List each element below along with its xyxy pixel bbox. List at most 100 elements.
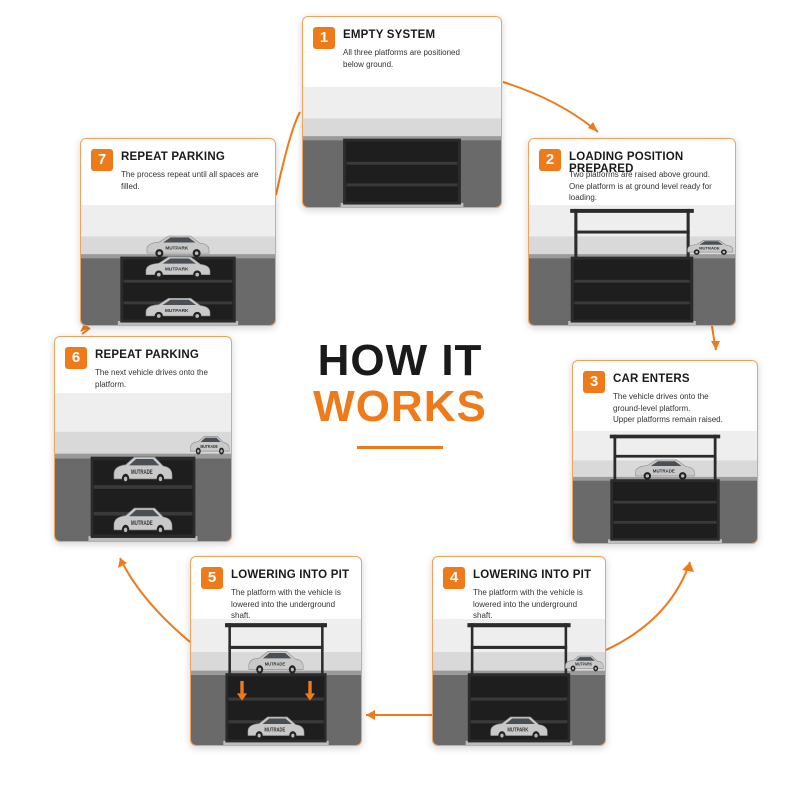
step-number-badge: 3 [583,371,605,393]
parking-pit [344,140,460,204]
ground-slab [573,476,757,481]
lowering-arrow-shaft [308,680,312,694]
car-icon: MUTRADE [113,456,173,485]
car-icon: MUTRADE [248,651,304,674]
pit-frame [610,479,720,541]
pit-wall-left [81,258,122,325]
car-brand-label: MUTRADE [264,727,285,732]
pit-frame [570,256,694,323]
frame-mid-platform [228,645,324,649]
frame-post-left [470,623,474,675]
step-title: REPEAT PARKING [121,151,225,163]
platform [93,485,193,489]
platform [123,279,233,283]
pit-wall-right [325,674,361,745]
step-illustration [303,87,501,207]
platform [613,520,717,524]
step-title: CAR ENTERS [613,373,690,385]
platform [228,697,324,701]
car-icon: MUTRADE [190,436,230,455]
ground-slab [303,136,501,141]
platform [346,183,458,187]
pit-wall-left [433,674,470,745]
pit-wall-left [303,140,345,207]
platform [574,301,690,305]
step-description: All three platforms are positioned below… [343,48,460,69]
car-brand-label: MUTRADE [131,520,153,527]
step-illustration: MUTPARK MUTPARK [433,619,605,745]
pit-floor [340,203,464,207]
step-illustration: MUTRADE [573,431,757,543]
step-title: LOWERING INTO PIT [473,569,592,581]
pit-wall-right [718,480,757,543]
pit-floor [223,740,329,745]
car-brand-label: MUTPARK [507,727,528,732]
step-title: REPEAT PARKING [95,349,199,361]
frame-post-left [228,623,231,675]
frame-post-right [564,623,568,675]
step-description: The process repeat until all spaces are … [121,170,259,191]
car-icon: MUTRADE [635,459,695,480]
car-brand-label: MUTPARK [575,662,592,666]
title-line-how-it: HOW IT [317,336,483,385]
step-number-badge: 6 [65,347,87,369]
pit-floor [465,740,573,745]
step-illustration: MUTPARK MUTPARK MUTPARK [81,205,275,325]
ground-slab [433,670,605,675]
frame-post-left [574,208,578,259]
pit-floor [568,321,696,325]
pit-frame [225,673,327,743]
step-card-7: 7 REPEAT PARKING The process repeat until … [80,138,276,326]
car-brand-label: MUTRADE [699,246,720,251]
step-title: LOADING POSITION PREPARED [569,151,684,175]
frame-top-platform [225,623,327,628]
step-number-badge: 7 [91,149,113,171]
frame-top-platform [609,434,721,439]
title-underline [357,446,443,449]
ground-slab [191,670,361,675]
pit-wall-right [234,258,275,325]
frame-post-right [321,623,324,675]
pit-floor [117,321,239,325]
step-card-1: 1 EMPTY SYSTEM All three platforms are pos… [302,16,502,208]
car-brand-label: MUTPARK [165,245,188,250]
step-number-badge: 1 [313,27,335,49]
car-icon: MUTRADE [113,507,173,536]
ground-slab [55,453,231,459]
pit-wall-left [191,674,227,745]
platform [574,279,690,283]
title-line-works: WORKS [313,382,487,431]
pit-wall-right [459,140,501,207]
pit-wall-right [691,258,735,325]
step-description: Two platforms are raised above ground. O… [569,170,712,203]
car-icon: MUTPARK [145,298,211,321]
car-icon: MUTRADE [247,716,305,740]
pit-frame [467,673,571,743]
frame-top-platform [570,208,694,213]
pit-floor [88,536,198,541]
parking-pit [572,258,692,322]
car-brand-label: MUTRADE [200,443,218,449]
car-icon: MUTPARK [145,256,211,279]
pit-wall-left [55,458,92,541]
horizon-band [433,652,605,675]
pit-frame [343,138,461,205]
step-title: EMPTY SYSTEM [343,29,436,41]
frame-top-platform [467,623,571,628]
step-description: The platform with the vehicle is lowered… [473,588,583,621]
platform [613,500,717,504]
car-icon: MUTPARK [565,655,604,672]
step-title: LOWERING INTO PIT [231,569,350,581]
platform [346,161,458,165]
pit-wall-right [194,458,231,541]
car-brand-label: MUTRADE [265,661,285,666]
frame-mid-platform [574,230,690,234]
step-illustration: MUTRADE [529,205,735,325]
frame-mid-platform [470,645,568,649]
